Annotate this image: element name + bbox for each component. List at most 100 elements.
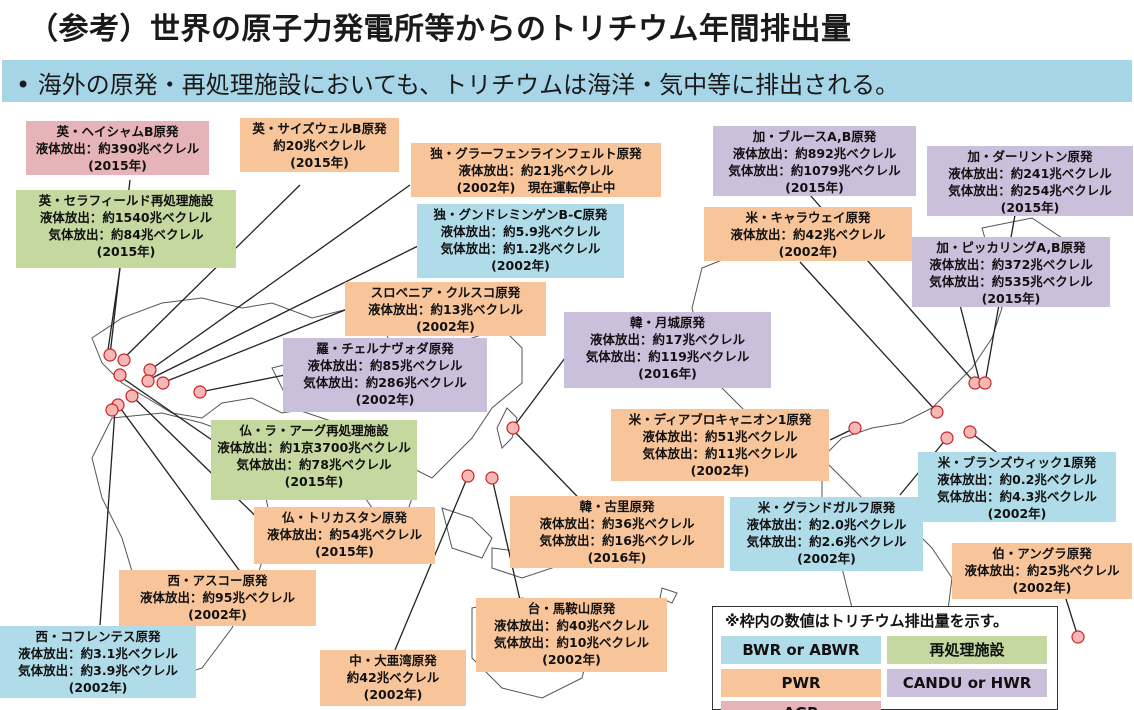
facility-name: 加・ダーリントン原発 (967, 149, 1093, 164)
facility-name: 羅・チェルナヴォダ原発 (316, 341, 454, 356)
site-marker-grafenrheinfeld[interactable] (143, 363, 157, 377)
facility-year: (2015年) (88, 158, 147, 173)
facility-year: (2002年) (797, 551, 856, 566)
facility-liquid: 液体放出：約25兆ベクレル (964, 563, 1120, 578)
facility-box-asco: 西・アスコー原発 液体放出：約95兆ベクレル (2002年) (119, 570, 316, 626)
facility-name: 英・サイズウェルB原発 (252, 121, 387, 136)
facility-box-tricastin: 仏・トリカスタン原発 液体放出：約54兆ベクレル (2015年) (254, 507, 435, 564)
page-title: （参考）世界の原子力発電所等からのトリチウム年間排出量 (28, 12, 852, 47)
leader-line-callaway (799, 261, 938, 413)
facility-year: (2002年) (987, 506, 1047, 521)
facility-liquid: 液体放出：約1540兆ベクレル (39, 210, 213, 225)
facility-liquid: 液体放出：約13兆ベクレル (368, 302, 523, 317)
legend-title: ※枠内の数値はトリチウム排出量を示す。 (725, 612, 1009, 630)
facility-box-lahague: 仏・ラ・アーグ再処理施設 液体放出：約1京3700兆ベクレル 気体放出：約78兆… (211, 420, 417, 500)
facility-box-darlington: 加・ダーリントン原発 液体放出：約241兆ベクレル 気体放出：約254兆ベクレル… (927, 146, 1133, 216)
facility-box-maanshan: 台・馬鞍山原発 液体放出：約40兆ベクレル 気体放出：約10兆ベクレル (200… (476, 598, 667, 672)
site-marker-lahague[interactable] (113, 368, 127, 382)
site-marker-dayawan[interactable] (461, 469, 475, 483)
facility-liquid: 液体放出：約40兆ベクレル (494, 618, 649, 633)
facility-gas: 気体放出：約2.6兆ベクレル (746, 534, 907, 549)
leader-line-wolsong (514, 357, 566, 426)
facility-year: (2016年) (587, 550, 647, 565)
legend-item-agr: AGR (721, 701, 881, 710)
facility-liquid: 液体放出：約1京3700兆ベクレル (217, 440, 411, 455)
facility-name: 台・馬鞍山原発 (527, 601, 616, 616)
facility-year: (2015年) (981, 291, 1041, 306)
subtitle-banner: • 海外の原発・再処理施設においても、トリチウムは海洋・気中等に排出される。 (2, 60, 1132, 102)
facility-liquid: 約20兆ベクレル (273, 138, 366, 153)
site-marker-sizewell[interactable] (117, 353, 131, 367)
facility-name: 独・グンドレミンゲンB-C原発 (433, 207, 608, 222)
site-marker-angra[interactable] (1071, 630, 1085, 644)
site-marker-callaway[interactable] (930, 405, 944, 419)
facility-year: (2002年) (416, 319, 475, 334)
leader-line-sizewell (121, 184, 301, 361)
facility-year: (2002年) (355, 392, 415, 407)
leader-line-maanshan (491, 477, 521, 601)
facility-name: 米・キャラウェイ原発 (745, 210, 871, 225)
leader-line-lahague (117, 374, 213, 441)
facility-liquid: 液体放出：約0.2兆ベクレル (937, 472, 1097, 487)
facility-liquid: 液体放出：約241兆ベクレル (948, 166, 1112, 181)
site-marker-brunswick[interactable] (963, 425, 977, 439)
facility-box-angra: 伯・アングラ原発 液体放出：約25兆ベクレル (2002年) (952, 543, 1132, 599)
facility-name: 加・ピッカリングA,B原発 (936, 240, 1086, 255)
facility-box-callaway: 米・キャラウェイ原発 液体放出：約42兆ベクレル (2002年) (704, 207, 912, 261)
facility-name: 西・コフレンテス原発 (35, 629, 161, 644)
facility-gas: 気体放出：約119兆ベクレル (585, 349, 750, 364)
facility-year: (2002年) (363, 687, 423, 702)
leader-line-pickering (959, 304, 981, 384)
facility-liquid: 液体放出：約372兆ベクレル (929, 257, 1093, 272)
facility-year: (2002年) (542, 652, 601, 667)
site-marker-kori-wolsong[interactable] (506, 421, 520, 435)
facility-name: 韓・月城原発 (629, 315, 705, 330)
legend-item-candu: CANDU or HWR (887, 669, 1047, 697)
facility-name: 中・大亜湾原発 (349, 653, 437, 668)
facility-liquid: 液体放出：約42兆ベクレル (730, 227, 886, 242)
facility-name: 米・グランドガルフ原発 (757, 500, 896, 515)
site-marker-diablo[interactable] (848, 421, 862, 435)
facility-year: (2015年) (785, 180, 844, 195)
site-marker-maanshan[interactable] (485, 471, 499, 485)
facility-name: 伯・アングラ原発 (992, 546, 1092, 561)
facility-liquid: 液体放出：約36兆ベクレル (539, 516, 695, 531)
site-marker-cernavoda[interactable] (193, 385, 207, 399)
site-marker-grandgulf[interactable] (940, 431, 954, 445)
facility-gas: 気体放出：約286兆ベクレル (303, 375, 467, 390)
facility-liquid: 液体放出：約3.1兆ベクレル (18, 646, 178, 661)
facility-liquid: 液体放出：約390兆ベクレル (35, 141, 200, 156)
facility-year: (2002年) (188, 607, 247, 622)
facility-name: 独・グラーフェンラインフェルト原発 (430, 146, 642, 161)
facility-liquid: 液体放出：約892兆ベクレル (732, 146, 897, 161)
legend-item-pwr: PWR (721, 669, 881, 697)
facility-box-kori: 韓・古里原発 液体放出：約36兆ベクレル 気体放出：約16兆ベクレル (2016… (510, 496, 724, 568)
facility-gas: 気体放出：約78兆ベクレル (236, 457, 392, 472)
facility-name: 韓・古里原発 (579, 499, 655, 514)
leader-line-asco (117, 404, 251, 586)
site-marker-heysham[interactable] (103, 348, 117, 362)
facility-year: (2015年) (96, 244, 156, 259)
facility-name: 英・セラフィールド再処理施設 (38, 193, 214, 208)
facility-gas: 気体放出：約10兆ベクレル (494, 635, 649, 650)
facility-box-grandgulf: 米・グランドガルフ原発 液体放出：約2.0兆ベクレル 気体放出：約2.6兆ベクレ… (730, 497, 923, 571)
site-marker-krsko[interactable] (156, 376, 170, 390)
facility-box-sellafield: 英・セラフィールド再処理施設 液体放出：約1540兆ベクレル 気体放出：約84兆… (16, 190, 236, 268)
facility-year: (2002年) 現在運転停止中 (456, 180, 616, 195)
leader-line-tricastin (131, 395, 271, 531)
facility-name: 仏・トリカスタン原発 (281, 510, 407, 525)
site-marker-cofrentes[interactable] (105, 403, 119, 417)
facility-liquid: 液体放出：約85兆ベクレル (307, 358, 463, 373)
facility-box-krsko: スロベニア・クルスコ原発 液体放出：約13兆ベクレル (2002年) (345, 282, 546, 336)
site-marker-darlington[interactable] (978, 376, 992, 390)
site-marker-gundremmingen[interactable] (141, 374, 155, 388)
facility-gas: 気体放出：約4.3兆ベクレル (937, 489, 1097, 504)
facility-liquid: 液体放出：約21兆ベクレル (458, 163, 614, 178)
leader-line-sellafield (107, 267, 121, 351)
facility-box-sizewell: 英・サイズウェルB原発 約20兆ベクレル (2015年) (240, 118, 399, 172)
facility-year: (2002年) (68, 680, 128, 695)
facility-gas: 気体放出：約535兆ベクレル (929, 274, 1093, 289)
facility-name: スロベニア・クルスコ原発 (370, 285, 521, 300)
facility-liquid: 液体放出：約95兆ベクレル (140, 590, 295, 605)
site-marker-tricastin[interactable] (125, 389, 139, 403)
